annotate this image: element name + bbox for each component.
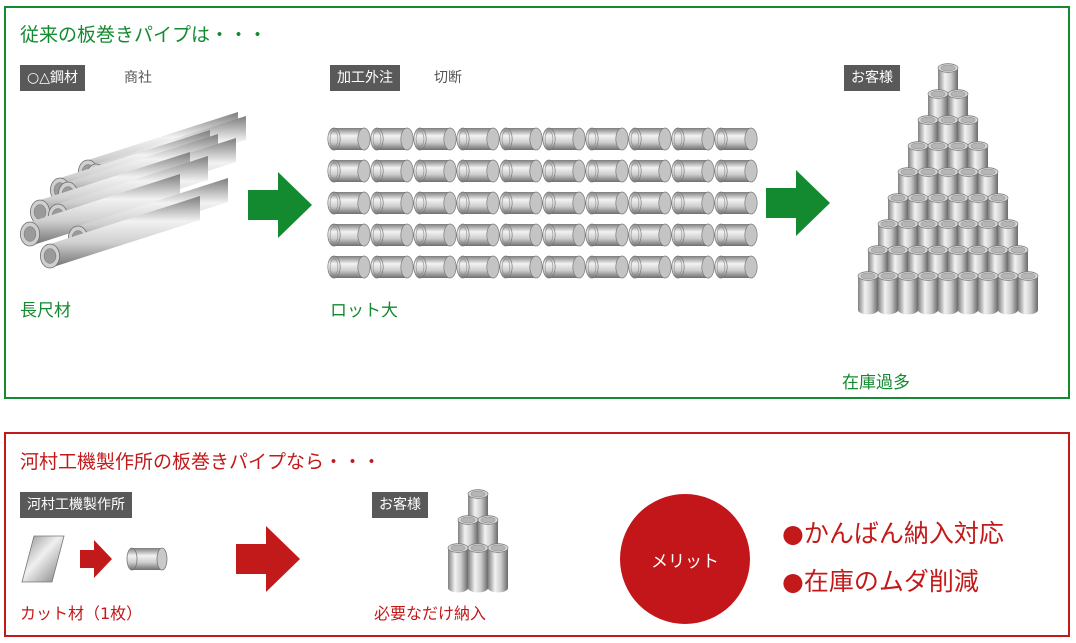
supplier-sub-label: 商社 — [124, 70, 152, 86]
cut-pipe-piece — [456, 191, 500, 215]
cut-pipe-piece — [542, 159, 586, 183]
merit-kanban: ●かんばん納入対応 — [782, 519, 1004, 548]
stock-pipe — [1017, 271, 1039, 315]
cut-pipe-piece — [542, 255, 586, 279]
conventional-heading: 従来の板巻きパイプは・・・ — [20, 24, 268, 46]
large-lot-caption: ロット大 — [330, 301, 398, 321]
cut-pipe-piece — [714, 127, 758, 151]
cut-pipe-piece — [456, 255, 500, 279]
cut-pipe-piece — [413, 191, 457, 215]
cut-pipe-piece — [628, 191, 672, 215]
cut-pipe-piece — [456, 159, 500, 183]
kawamura-panel: 河村工機製作所の板巻きパイプなら・・・ 河村工機製作所 お客様 カット材（1枚）… — [4, 432, 1070, 637]
cut-material-caption: カット材（1枚） — [20, 604, 143, 623]
cut-pipe-piece — [499, 223, 543, 247]
cut-pipe-piece — [585, 159, 629, 183]
cut-pipe-piece — [327, 127, 371, 151]
cut-pipe-piece — [628, 255, 672, 279]
cut-pipe-piece — [413, 159, 457, 183]
kawamura-heading: 河村工機製作所の板巻きパイプなら・・・ — [20, 451, 382, 473]
cut-pipe-piece — [542, 127, 586, 151]
cut-pipe-piece — [456, 127, 500, 151]
cut-pipe-piece — [499, 255, 543, 279]
cut-pipe-piece — [671, 191, 715, 215]
cut-pipe-piece — [456, 223, 500, 247]
delivered-pipe — [487, 543, 509, 593]
delivered-pipe — [447, 543, 469, 593]
cut-pipe-piece — [542, 191, 586, 215]
cut-pipe-piece — [714, 255, 758, 279]
merit-waste-reduction: ●在庫のムダ削減 — [782, 567, 979, 596]
cut-pipe-piece — [370, 159, 414, 183]
outsource-sub-label: 切断 — [434, 70, 462, 86]
customer-tag: お客様 — [844, 65, 900, 91]
cut-pipe-piece — [628, 223, 672, 247]
cut-pipe-piece — [585, 223, 629, 247]
cut-pipe-piece — [714, 159, 758, 183]
cut-pipe-piece — [413, 127, 457, 151]
cut-pipe-piece — [585, 191, 629, 215]
small-arrow-icon — [80, 540, 112, 578]
cut-pipe-piece — [628, 159, 672, 183]
stock-pipe — [857, 271, 879, 315]
outsource-tag: 加工外注 — [330, 65, 400, 91]
cut-pipe-piece — [499, 127, 543, 151]
cut-pipe-piece — [327, 223, 371, 247]
kawamura-customer-tag: お客様 — [372, 492, 428, 518]
cut-pipe-piece — [370, 223, 414, 247]
kawamura-tag: 河村工機製作所 — [20, 492, 132, 518]
cut-pipe-piece — [671, 127, 715, 151]
cut-pipe-piece — [585, 255, 629, 279]
kawamura-arrow — [236, 526, 300, 592]
cut-pipe-piece — [327, 191, 371, 215]
process-arrow-2 — [766, 170, 830, 236]
long-pipe — [19, 174, 180, 247]
steel-sheet-icon — [21, 535, 65, 583]
stock-pipe — [917, 271, 939, 315]
long-material-caption: 長尺材 — [20, 301, 71, 321]
merit-badge: メリット — [620, 494, 750, 624]
kawamura-process-illustration — [21, 535, 168, 583]
cut-pipe-piece — [671, 223, 715, 247]
process-arrow-1 — [248, 172, 312, 238]
stock-pipe — [997, 271, 1019, 315]
conventional-panel: 従来の板巻きパイプは・・・ ○△鋼材 商社 加工外注 切断 お客様 長尺材 ロッ… — [4, 6, 1070, 399]
cut-pipe-piece — [499, 159, 543, 183]
cut-pipe-piece — [671, 159, 715, 183]
cut-pipe-piece — [671, 255, 715, 279]
delivered-pipe — [467, 543, 489, 593]
cut-pipe-piece — [542, 223, 586, 247]
cut-pipe-piece — [714, 223, 758, 247]
just-needed-caption: 必要なだけ納入 — [374, 604, 487, 623]
cut-pipe-piece — [370, 191, 414, 215]
stock-pipe — [877, 271, 899, 315]
cut-pipe-piece — [370, 255, 414, 279]
stock-pipe — [897, 271, 919, 315]
cut-pipe-piece — [714, 191, 758, 215]
stock-pipe — [977, 271, 999, 315]
stock-pipe — [957, 271, 979, 315]
cut-pipe-piece — [628, 127, 672, 151]
supplier-tag: ○△鋼材 — [20, 65, 85, 91]
cut-pipe-piece — [585, 127, 629, 151]
cut-pipe-piece — [413, 223, 457, 247]
cut-pipe-piece — [327, 255, 371, 279]
cut-pipe-piece — [327, 159, 371, 183]
cut-pipe-piece — [499, 191, 543, 215]
single-cut-piece-icon — [126, 547, 168, 571]
cut-pipe-piece — [413, 255, 457, 279]
cut-pipe-piece — [370, 127, 414, 151]
long-pipe — [40, 196, 200, 269]
overstock-caption: 在庫過多 — [842, 373, 910, 393]
